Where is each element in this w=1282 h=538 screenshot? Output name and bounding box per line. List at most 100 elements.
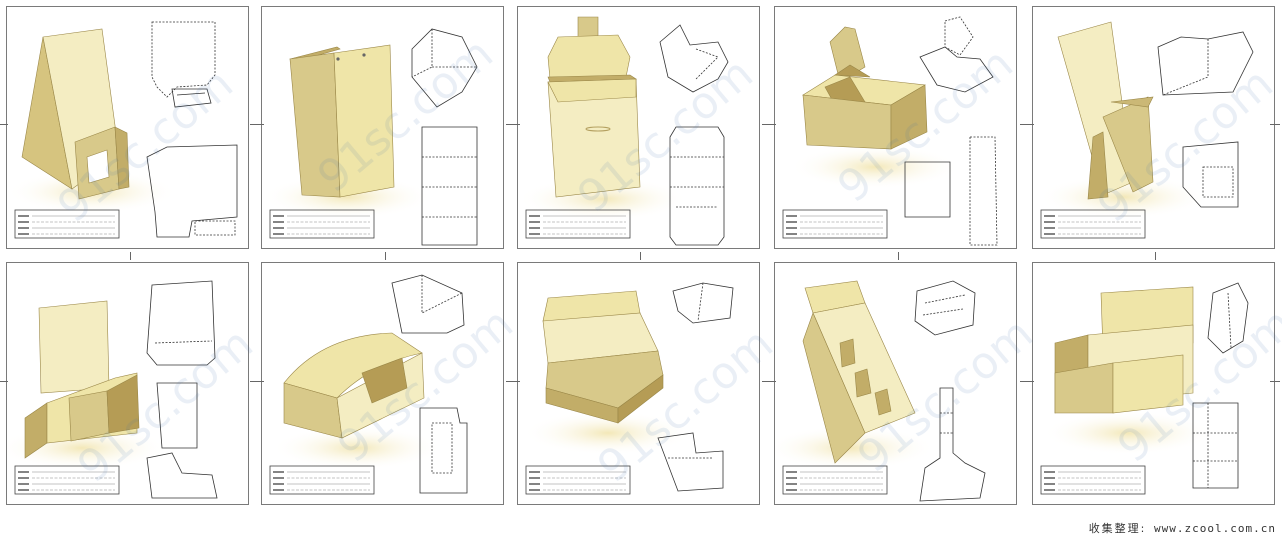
title-block — [14, 465, 120, 495]
tray-front-right — [1112, 354, 1184, 414]
crop-mark — [762, 381, 776, 382]
tray-wireframe — [1207, 282, 1249, 354]
template-panel-display-stand-with-pocket — [6, 6, 249, 249]
template-panel-curved-front-tray — [261, 262, 504, 505]
floor-shadow — [272, 426, 442, 470]
flat-dieline — [156, 382, 198, 449]
panel-illustration — [7, 21, 238, 239]
lid-hinge — [834, 64, 871, 78]
title-block — [14, 209, 120, 239]
display-wireframe — [914, 280, 976, 336]
title-block — [1040, 465, 1146, 495]
crop-mark — [0, 124, 8, 125]
flat-dieline — [421, 126, 478, 246]
floor-shadow — [775, 426, 935, 470]
credit-site: www.zcool.com.cn — [1154, 522, 1276, 535]
title-block — [269, 209, 375, 239]
flat-folds — [940, 412, 953, 434]
title-block — [525, 209, 631, 239]
pocket-side — [114, 126, 130, 190]
tray-fold — [697, 282, 704, 322]
crop-mark — [1020, 124, 1034, 125]
panel-illustration — [523, 282, 734, 495]
crop-mark — [130, 252, 131, 260]
template-panel-paper-bag — [261, 6, 504, 249]
flat-dieline — [657, 432, 724, 492]
panel-illustration — [7, 280, 218, 499]
template-panel-stepped-partition-display — [774, 262, 1017, 505]
pouch-top — [547, 78, 637, 103]
template-panel-flip-top-pouch — [517, 6, 760, 249]
tab-dieline — [1202, 166, 1234, 198]
flat-folds — [670, 156, 724, 208]
crop-mark — [762, 124, 776, 125]
flat-dieline — [1192, 402, 1239, 489]
card-fold — [154, 340, 213, 344]
panel-illustration — [262, 28, 478, 246]
tray-side-right — [106, 374, 140, 434]
stand-wireframe-fold — [1162, 39, 1209, 96]
card-wireframe — [146, 280, 216, 366]
flat-folds — [1193, 403, 1238, 488]
panel-illustration — [269, 274, 468, 495]
bag-side — [289, 52, 341, 198]
floor-shadow — [1043, 411, 1213, 455]
tray-front — [68, 390, 110, 442]
crop-mark — [640, 252, 641, 260]
crop-mark — [1155, 252, 1156, 260]
credit-text: 收集整理: www.zcool.com.cn — [1089, 520, 1276, 536]
flat-inner — [431, 422, 453, 474]
partition-2 — [854, 368, 872, 398]
box-side — [890, 84, 928, 150]
flat-dieline — [419, 407, 468, 494]
flat-dieline-bottom — [146, 144, 238, 238]
pouch-wireframe — [659, 24, 729, 93]
pocket-window — [86, 149, 110, 184]
flat-dieline — [1182, 141, 1239, 208]
base-dieline — [146, 452, 218, 499]
curved-lid — [283, 332, 423, 399]
tray-fold — [1227, 292, 1232, 349]
crop-mark — [0, 381, 8, 382]
crop-mark — [1270, 381, 1280, 382]
tray-fold — [421, 275, 463, 314]
panel-illustration — [775, 280, 986, 502]
floor-shadow — [790, 145, 960, 189]
floor-shadow — [523, 411, 693, 455]
bag-front — [333, 44, 395, 198]
bag-wireframe-fold — [411, 29, 477, 78]
bag-wireframe — [411, 28, 478, 108]
thumb-slot — [585, 126, 611, 132]
header-card — [38, 300, 110, 394]
partition-1 — [839, 338, 856, 368]
template-panel-leaning-display-stand — [1032, 6, 1275, 249]
crop-mark — [1270, 124, 1280, 125]
pouch-wireframe-fold — [695, 48, 719, 80]
floor-shadow — [1038, 175, 1208, 219]
credit-label: 收集整理: — [1088, 522, 1147, 535]
title-block — [782, 465, 888, 495]
crop-mark — [1020, 381, 1034, 382]
flat-dieline — [919, 387, 986, 502]
title-block — [782, 209, 888, 239]
flat-dieline — [669, 126, 725, 246]
template-panel-lidded-counter-tray — [517, 262, 760, 505]
lid-wireframe — [919, 46, 994, 93]
title-block — [1040, 209, 1146, 239]
support-leg — [1087, 131, 1109, 200]
lid-tab-wireframe — [944, 16, 974, 56]
title-block — [525, 465, 631, 495]
tray-wireframe — [391, 274, 465, 334]
side-dieline — [969, 136, 998, 246]
template-panel-open-lid-box — [774, 6, 1017, 249]
tray-side-edge — [617, 374, 664, 424]
partition-3 — [874, 388, 892, 416]
display-side — [802, 312, 866, 464]
flat-folds — [422, 156, 477, 218]
flap — [547, 34, 631, 80]
template-panel-header-u-tray — [1032, 262, 1275, 505]
partition-folds — [922, 294, 966, 316]
flat-dieline — [904, 161, 951, 218]
tray-shadow — [361, 357, 408, 404]
